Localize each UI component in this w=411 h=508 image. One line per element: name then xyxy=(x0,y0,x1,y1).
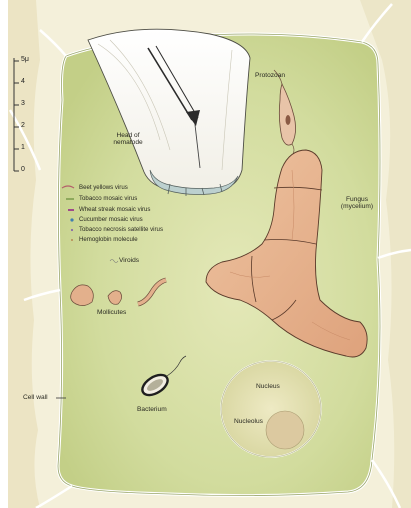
label-bacterium: Bacterium xyxy=(137,406,167,413)
label-cell-wall: Cell wall xyxy=(23,394,48,401)
mollicutes xyxy=(70,277,167,307)
label-nucleus: Nucleus xyxy=(256,383,280,390)
legend-item: Tobacco mosaic virus xyxy=(79,195,138,202)
legend-item: Tobacco necrosis satellite virus xyxy=(79,226,163,233)
label-nematode: Head of nematode xyxy=(113,132,143,147)
scale-tick-5: 5μ xyxy=(21,56,29,63)
bacterium xyxy=(141,355,187,397)
label-mollicutes: Mollicutes xyxy=(97,309,127,316)
scale-tick-0: 0 xyxy=(21,166,25,173)
viroids-symbol xyxy=(109,259,119,263)
nucleus xyxy=(220,360,322,458)
scale-tick-4: 4 xyxy=(21,78,25,85)
legend-item: Hemoglobin molecule xyxy=(79,236,138,243)
cell-wall-junctions xyxy=(8,3,411,508)
scale-tick-2: 2 xyxy=(21,122,25,129)
legend-item: Beet yellows virus xyxy=(79,184,128,191)
label-viroids: Viroids xyxy=(119,257,140,264)
label-protozoan: Protozoan xyxy=(255,72,286,79)
label-fungus: Fungus (mycelium) xyxy=(340,196,374,211)
protozoan xyxy=(273,69,296,157)
legend-item: Cucumber mosaic virus xyxy=(79,216,143,223)
scale-tick-3: 3 xyxy=(21,100,25,107)
neighbor-cell-right xyxy=(360,0,411,508)
virus-legend-swatches xyxy=(61,185,75,241)
scale-bar xyxy=(13,58,19,172)
nucleolus xyxy=(265,410,305,450)
label-nucleolus: Nucleolus xyxy=(234,418,263,425)
cell-membrane xyxy=(57,33,381,496)
fungus-mycelium xyxy=(205,149,368,358)
scale-tick-1: 1 xyxy=(21,144,25,151)
legend-item: Wheat streak mosaic virus xyxy=(79,206,151,213)
nematode-head xyxy=(87,28,251,196)
